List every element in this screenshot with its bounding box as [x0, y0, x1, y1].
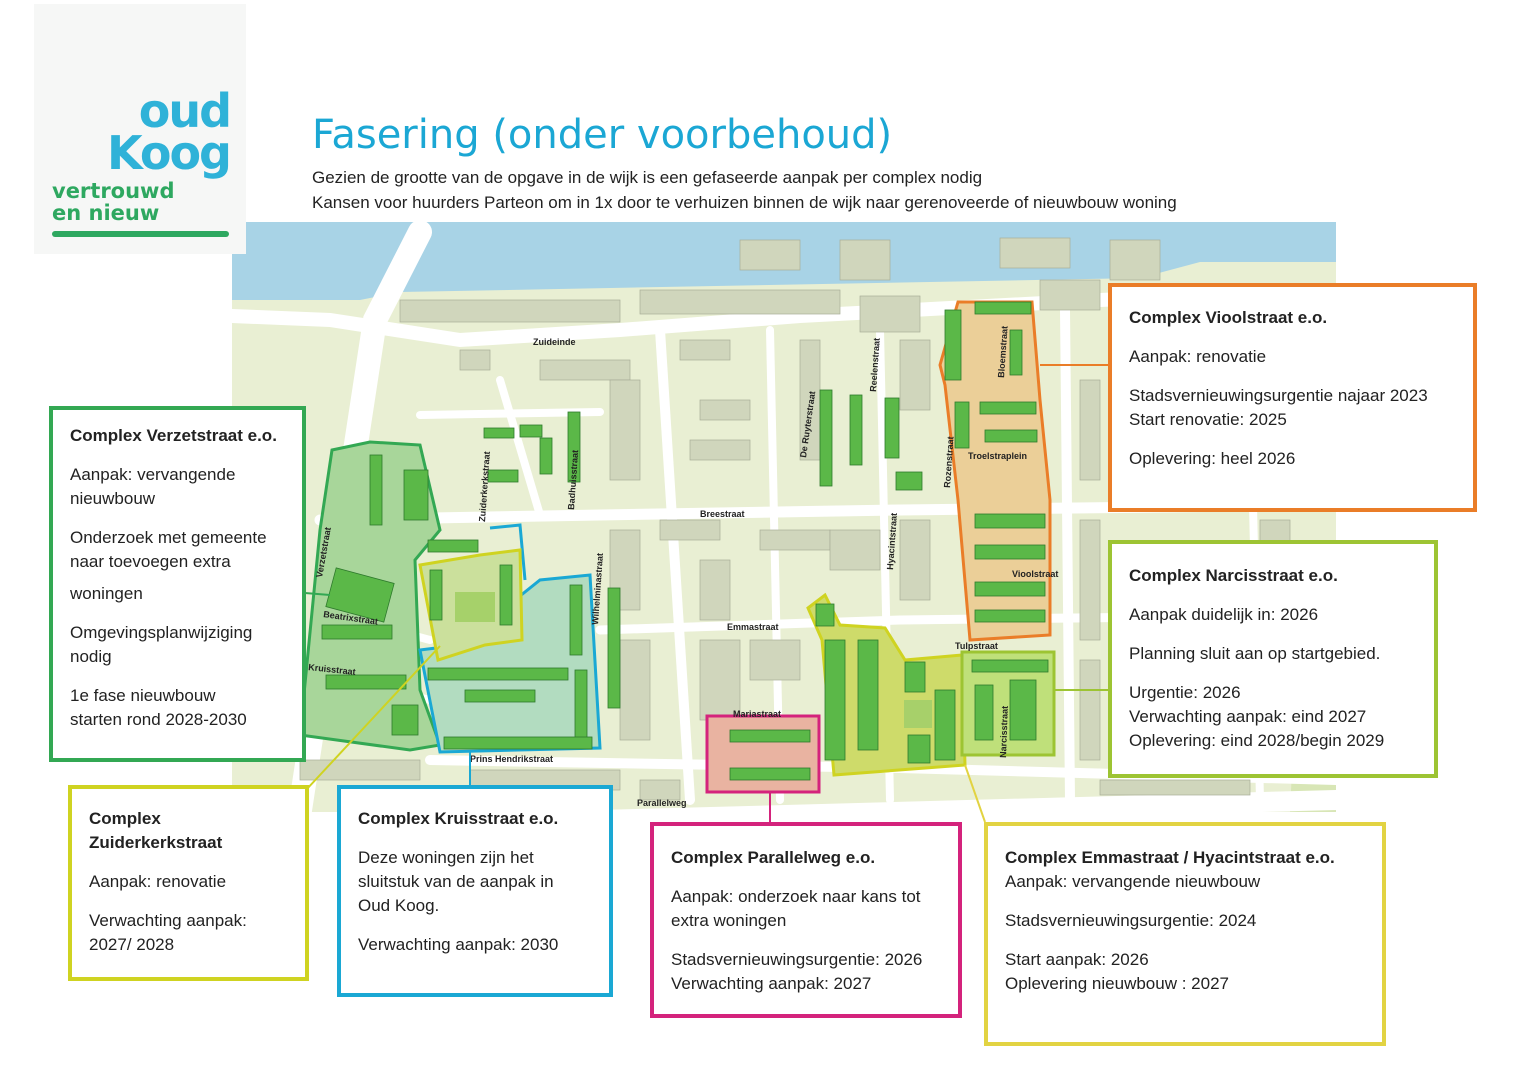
box-line: Stadsvernieuwingsurgentie najaar 2023	[1129, 386, 1428, 405]
box-line: Aanpak duidelijk in: 2026	[1129, 605, 1319, 624]
box-vioolstraat-title: Complex Vioolstraat e.o.	[1129, 308, 1328, 327]
street-zuideinde: Zuideinde	[533, 337, 576, 347]
subtitle-2: Kansen voor huurders Parteon om in 1x do…	[312, 193, 1177, 212]
street-bloem: Bloemstraat	[996, 326, 1010, 379]
box-line: Aanpak: renovatie	[89, 872, 227, 891]
box-line: Oplevering nieuwbouw : 2027	[1005, 974, 1229, 993]
box-kruisstraat-title: Complex Kruisstraat e.o.	[358, 809, 559, 828]
street-breestraat: Breestraat	[700, 509, 745, 519]
connector-lines	[304, 364, 1110, 823]
street-reelen: Reelenstraat	[868, 338, 882, 393]
street-parallelweg: Parallelweg	[637, 798, 687, 808]
box-zuiderkerkstraat-title: Complex	[89, 809, 161, 828]
housing-blocks	[321, 301, 1049, 781]
box-line: naar toevoegen extra	[70, 552, 231, 571]
box-line: starten rond 2028-2030	[70, 710, 247, 729]
box-line: 1e fase nieuwbouw	[70, 686, 216, 705]
box-line: Aanpak: onderzoek naar kans tot	[671, 887, 921, 906]
box-line: Stadsvernieuwingsurgentie: 2026	[671, 950, 923, 969]
box-line: Verwachting aanpak: 2030	[358, 935, 559, 954]
box-line: nodig	[70, 647, 112, 666]
box-line: Omgevingsplanwijziging	[70, 623, 253, 642]
logo-tagline-1: vertrouwd	[52, 179, 175, 203]
box-line: Aanpak: vervangende nieuwbouw	[1005, 872, 1261, 891]
box-narcisstraat-title: Complex Narcisstraat e.o.	[1129, 566, 1338, 585]
subtitle-1: Gezien de grootte van de opgave in de wi…	[312, 168, 983, 187]
street-zuiderkerk: Zuiderkerkstraat	[477, 451, 492, 522]
box-line: extra woningen	[671, 911, 787, 930]
box-line: Planning sluit aan op startgebied.	[1129, 644, 1381, 663]
logo-underline	[52, 231, 229, 237]
box-parallelweg-title: Complex Parallelweg e.o.	[671, 848, 876, 867]
street-kruis: Kruisstraat	[308, 662, 356, 677]
box-line: Oud Koog.	[358, 896, 440, 915]
box-line: Deze woningen zijn het	[358, 848, 534, 867]
box-narcisstraat: Complex Narcisstraat e.o. Aanpak duideli…	[1108, 540, 1438, 778]
box-zuiderkerkstraat: Complex Zuiderkerkstraat Aanpak: renovat…	[68, 785, 309, 981]
box-line: Start renovatie: 2025	[1129, 410, 1287, 429]
logo-panel	[34, 4, 246, 254]
street-troelstra: Troelstraplein	[968, 451, 1027, 461]
box-line: Oplevering: eind 2028/begin 2029	[1129, 731, 1385, 750]
buildings	[299, 237, 1301, 801]
street-badhuis: Badhuisstraat	[566, 450, 580, 511]
street-tulp: Tulpstraat	[955, 641, 998, 651]
box-line: Start aanpak: 2026	[1005, 950, 1149, 969]
box-line: Verwachting aanpak: eind 2027	[1129, 707, 1367, 726]
logo-tagline-2: en nieuw	[52, 201, 160, 225]
box-line: Oplevering: heel 2026	[1129, 449, 1296, 468]
box-line: Urgentie: 2026	[1129, 683, 1241, 702]
box-kruisstraat: Complex Kruisstraat e.o. Deze woningen z…	[337, 785, 613, 997]
box-verzetstraat: Complex Verzetstraat e.o. Aanpak: vervan…	[49, 406, 306, 762]
area-parallelweg	[705, 714, 821, 794]
street-mariastraat: Mariastraat	[733, 709, 781, 719]
street-narcis: Narcisstraat	[998, 706, 1010, 758]
box-line: nieuwbouw	[70, 489, 156, 508]
box-verzetstraat-title: Complex Verzetstraat e.o.	[70, 426, 277, 445]
box-line: Verwachting aanpak:	[89, 911, 247, 930]
box-vioolstraat: Complex Vioolstraat e.o. Aanpak: renovat…	[1108, 283, 1477, 512]
box-line: Aanpak: renovatie	[1129, 347, 1267, 366]
box-emmastraat-title: Complex Emmastraat / Hyacintstraat e.o.	[1005, 848, 1335, 867]
logo-koog: Koog	[107, 126, 232, 180]
box-line: Onderzoek met gemeente	[70, 528, 267, 547]
box-line: woningen	[70, 584, 143, 603]
box-line: Stadsvernieuwingsurgentie: 2024	[1005, 911, 1257, 930]
courtyards	[904, 700, 932, 728]
box-line: 2027/ 2028	[89, 935, 175, 954]
box-line: Verwachting aanpak: 2027	[671, 974, 872, 993]
page-title: Fasering (onder voorbehoud)	[312, 112, 893, 158]
street-hyacint: Hyacintstraat	[885, 513, 899, 571]
logo-oud: oud	[138, 84, 232, 138]
box-line: Aanpak: vervangende	[70, 465, 236, 484]
street-prinshendrik: Prins Hendrikstraat	[470, 754, 553, 764]
street-viool: Vioolstraat	[1012, 569, 1058, 579]
box-line: sluitstuk van de aanpak in	[358, 872, 554, 891]
box-parallelweg: Complex Parallelweg e.o. Aanpak: onderzo…	[650, 822, 962, 1018]
street-emmastraat: Emmastraat	[727, 622, 779, 632]
box-zuiderkerkstraat-title-2: Zuiderkerkstraat	[89, 833, 223, 852]
courtyard	[455, 592, 495, 622]
box-emmastraat: Complex Emmastraat / Hyacintstraat e.o. …	[984, 822, 1386, 1046]
street-rozen: Rozenstraat	[942, 436, 956, 488]
